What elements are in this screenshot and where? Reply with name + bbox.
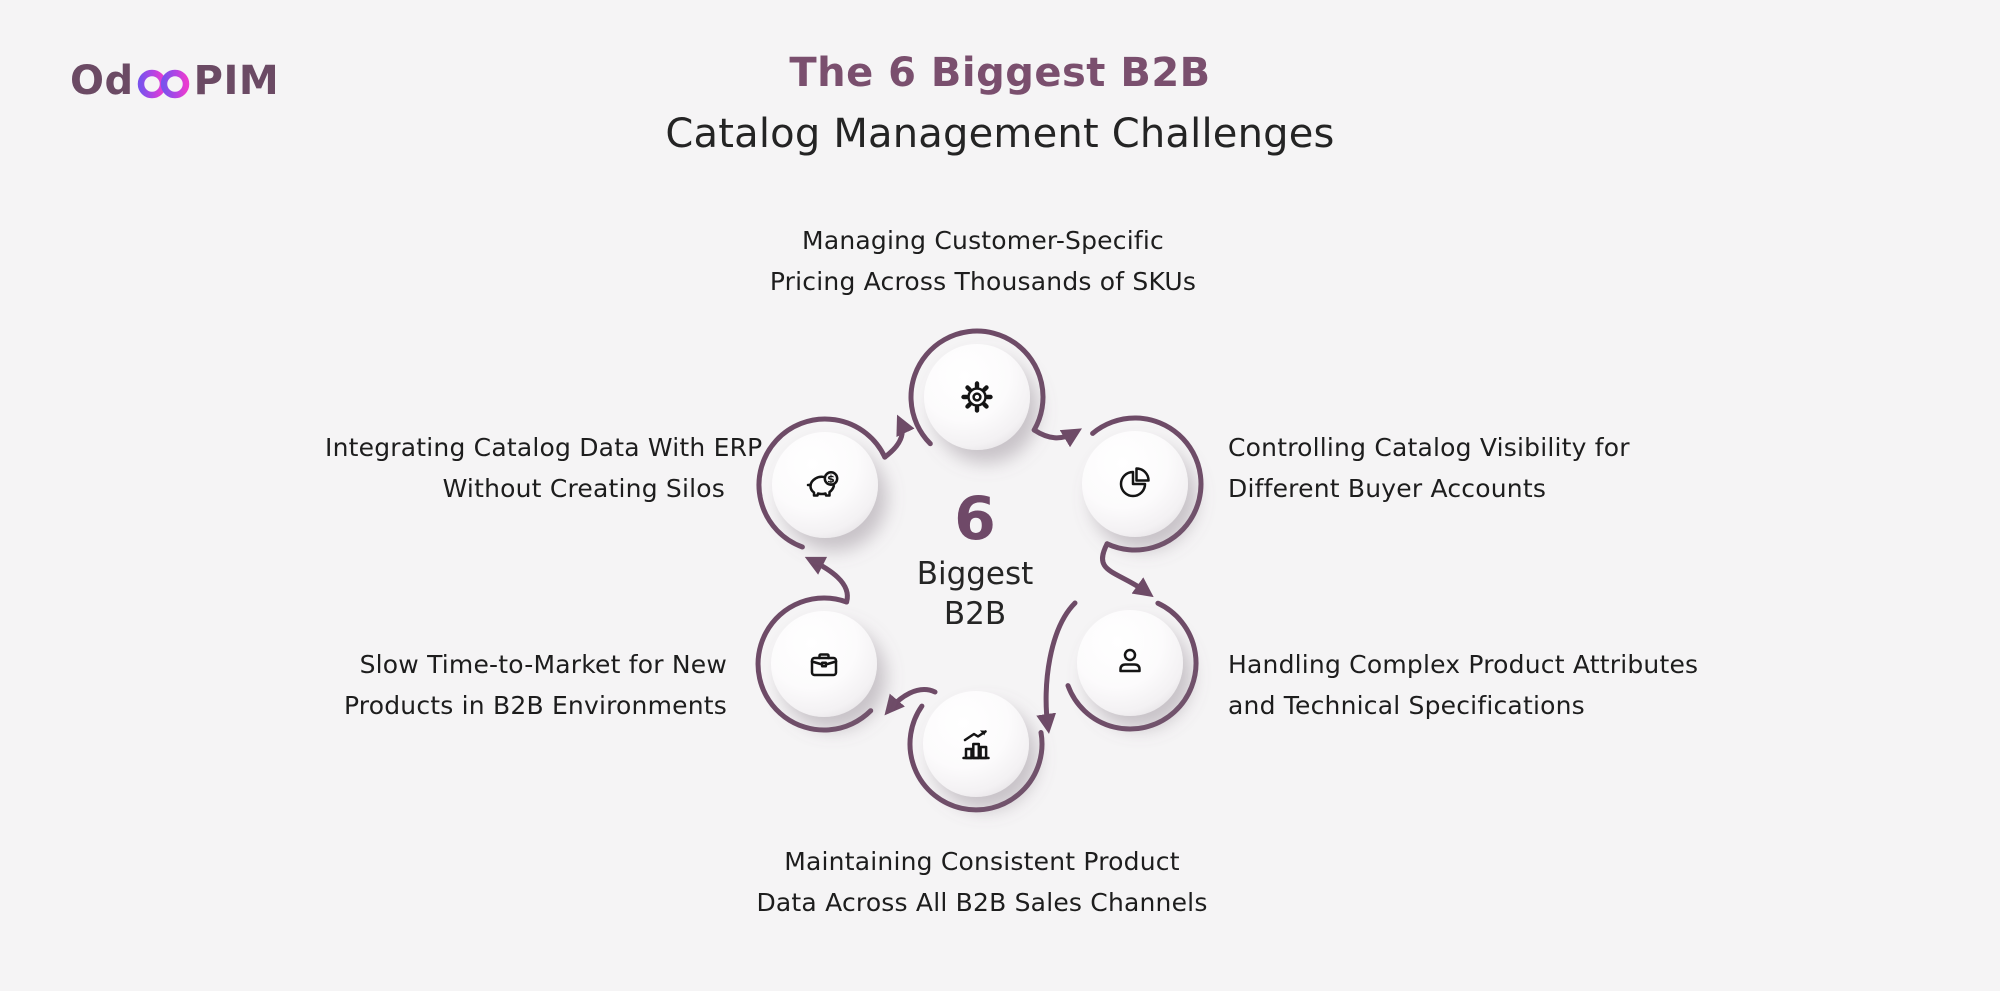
sphere-top	[924, 344, 1030, 450]
hub-word-1: Biggest	[916, 556, 1034, 592]
challenge-label-line: Pricing Across Thousands of SKUs	[769, 267, 1197, 296]
challenge-label-lower-right: Handling Complex Product Attributes and …	[1228, 644, 1748, 726]
challenge-label-line: Controlling Catalog Visibility for	[1228, 433, 1630, 462]
pie-chart-icon	[1119, 467, 1150, 498]
challenge-label-lower-left: Slow Time-to-Market for New Products in …	[327, 644, 727, 726]
challenge-label-upper-right: Controlling Catalog Visibility for Diffe…	[1228, 427, 1748, 509]
challenge-label-bottom: Maintaining Consistent Product Data Acro…	[682, 841, 1282, 923]
ring-upper-right	[1090, 415, 1204, 553]
piggy-dollar-glyph: $	[827, 472, 835, 485]
logo-text-pim: PIM	[193, 58, 280, 104]
sphere-upper-left	[772, 432, 878, 538]
challenge-label-line: Different Buyer Accounts	[1228, 474, 1547, 503]
briefcase-icon	[810, 653, 838, 677]
ring-lower-right	[1065, 600, 1199, 732]
challenge-label-line: Without Creating Silos	[442, 474, 725, 503]
logo-text-od: Od	[70, 58, 134, 104]
arrow-upperright-to-lowerright	[1100, 541, 1154, 598]
gear-icon	[961, 381, 993, 413]
infinity-icon	[137, 69, 189, 99]
challenge-label-line: and Technical Specifications	[1228, 691, 1585, 720]
ring-top	[908, 328, 1046, 447]
sphere-lower-right	[1077, 610, 1183, 716]
arrow-upperleft-to-top	[882, 414, 915, 460]
hub-center: 6 Biggest B2B	[825, 484, 1125, 634]
header: The 6 Biggest B2B Catalog Management Cha…	[500, 50, 1500, 157]
ring-lower-left	[755, 595, 874, 733]
challenge-label-line: Handling Complex Product Attributes	[1228, 650, 1699, 679]
hub-number: 6	[954, 484, 996, 554]
ring-upper-left	[756, 416, 888, 550]
challenge-label-upper-left: Integrating Catalog Data With ERP Withou…	[325, 427, 763, 509]
challenge-label-line: Slow Time-to-Market for New	[359, 650, 727, 679]
arrow-lowerright-to-bottom	[1036, 600, 1078, 734]
challenge-label-top: Managing Customer-Specific Pricing Acros…	[683, 220, 1283, 302]
challenge-label-line: Managing Customer-Specific	[802, 226, 1164, 255]
odoopim-logo: Od PIM	[70, 58, 279, 104]
piggy-bank-icon: $	[806, 471, 839, 497]
arrow-bottom-to-lowerleft	[884, 687, 938, 716]
challenge-label-line: Data Across All B2B Sales Channels	[756, 888, 1208, 917]
arrow-lowerleft-to-upperleft	[804, 556, 850, 605]
ring-bottom	[907, 703, 1045, 813]
growth-chart-icon	[962, 730, 990, 760]
challenge-label-line: Maintaining Consistent Product	[784, 847, 1180, 876]
hub-word-2: B2B	[943, 596, 1007, 632]
page-subtitle: Catalog Management Challenges	[665, 111, 1335, 157]
challenge-label-line: Integrating Catalog Data With ERP	[325, 433, 763, 462]
arrow-top-to-upperright	[1031, 427, 1083, 448]
user-icon	[1119, 648, 1141, 673]
page-title: The 6 Biggest B2B	[789, 50, 1211, 96]
challenge-label-line: Products in B2B Environments	[343, 691, 727, 720]
